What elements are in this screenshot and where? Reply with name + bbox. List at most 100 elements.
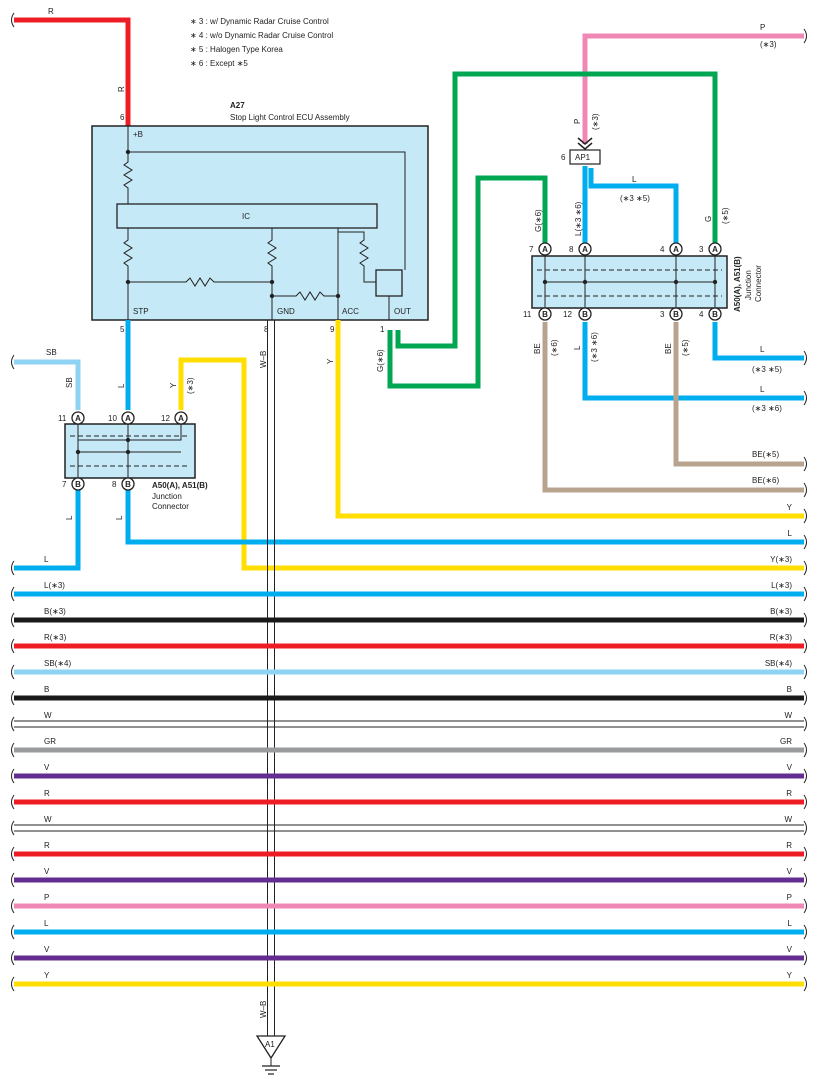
bus-label-left: L bbox=[44, 919, 49, 928]
bus-label-right: Y bbox=[787, 503, 793, 512]
pin-tag: B bbox=[582, 310, 588, 319]
wire-label-y3-note: (∗3) bbox=[186, 377, 195, 394]
break-mark-icon bbox=[803, 534, 807, 550]
break-mark-icon bbox=[803, 716, 807, 732]
ecu-assembly: A27 Stop Light Control ECU Assembly +B I… bbox=[91, 101, 429, 334]
bus-label-right: R bbox=[786, 789, 792, 798]
ecu-pinnum-gnd: 8 bbox=[264, 325, 269, 334]
bus-row: L bbox=[788, 529, 793, 538]
pin-marker: A7 bbox=[529, 242, 552, 256]
break-mark-icon bbox=[803, 768, 807, 784]
right-junction-code: A50(A), A51(B) bbox=[733, 256, 742, 312]
break-mark-icon bbox=[11, 560, 15, 576]
break-mark-icon bbox=[11, 690, 15, 706]
break-mark-icon bbox=[11, 638, 15, 654]
break-mark-icon bbox=[803, 456, 807, 472]
wire-y3 bbox=[178, 357, 804, 571]
wire-label-lj8: L bbox=[115, 515, 124, 520]
pin-number: 4 bbox=[699, 310, 704, 319]
ecu-pinnum-out: 1 bbox=[380, 325, 385, 334]
note-6: ∗ 6 : Except ∗5 bbox=[190, 59, 248, 68]
wire-label-r-vert: R bbox=[117, 86, 126, 92]
right-junction-top-labels: G(∗6) L(∗3 ∗6) G (∗5) bbox=[534, 201, 730, 236]
ecu-code: A27 bbox=[230, 101, 245, 110]
break-mark-icon bbox=[11, 354, 15, 370]
bus-label-right: V bbox=[787, 867, 793, 876]
wire-label-l36b: L bbox=[760, 385, 765, 394]
bus-label-left: Y bbox=[44, 971, 50, 980]
break-mark-icon bbox=[803, 508, 807, 524]
wire-label-p-vert-note: (∗3) bbox=[591, 113, 600, 130]
break-mark-icon bbox=[803, 820, 807, 836]
wire-lj8 bbox=[125, 490, 804, 545]
break-mark-icon bbox=[803, 482, 807, 498]
pin-tag: A bbox=[673, 245, 679, 254]
pin-tag: A bbox=[712, 245, 718, 254]
pin-number: 3 bbox=[660, 310, 665, 319]
ecu-pinnum-acc: 9 bbox=[330, 325, 335, 334]
wire-label-gnd-wb2: W–B bbox=[259, 1001, 268, 1018]
bus-label-left: W bbox=[44, 711, 52, 720]
bus-label-right: Y(∗3) bbox=[770, 555, 792, 564]
wire-label-p-top: P bbox=[760, 23, 765, 32]
left-junction-connector: A50(A), A51(B) Junction Connector bbox=[64, 423, 208, 511]
break-mark-icon bbox=[803, 950, 807, 966]
bus-label-right: B(∗3) bbox=[770, 607, 792, 616]
wire-label-r-top: R bbox=[48, 7, 54, 16]
wire-label-sb-vert: SB bbox=[65, 377, 74, 388]
wire-l36b bbox=[582, 322, 804, 401]
ap1-chevron-icon bbox=[577, 137, 593, 150]
bus-label-right: P bbox=[787, 893, 792, 902]
bus-row: B(∗3)B(∗3) bbox=[14, 607, 804, 623]
wire-label-gnd-wb: W–B bbox=[259, 351, 268, 368]
wire-acc-y bbox=[335, 320, 804, 519]
bus-label-right: W bbox=[784, 815, 792, 824]
wire-label-be5-h: BE(∗5) bbox=[752, 450, 779, 459]
break-mark-icon bbox=[803, 846, 807, 862]
bus-label-left: P bbox=[44, 893, 49, 902]
bus-label-left: SB(∗4) bbox=[44, 659, 71, 668]
bus-label-right: R bbox=[786, 841, 792, 850]
wire-label-be5-note: (∗5) bbox=[681, 339, 690, 356]
notes-block: ∗ 3 : w/ Dynamic Radar Cruise Control ∗ … bbox=[190, 17, 333, 68]
wire-label-g6: G(∗6) bbox=[534, 209, 543, 232]
pin-number: 3 bbox=[699, 245, 704, 254]
pin-tag: A bbox=[75, 414, 81, 423]
break-mark-icon bbox=[803, 560, 807, 576]
pin-marker: B3 bbox=[660, 307, 683, 321]
bus-label-left: B bbox=[44, 685, 49, 694]
pin-tag: B bbox=[75, 480, 81, 489]
left-junction-name2: Connector bbox=[152, 502, 189, 511]
break-mark-icon bbox=[11, 898, 15, 914]
wire-label-be6-note: (∗6) bbox=[550, 339, 559, 356]
wire-label-p-top-note: (∗3) bbox=[760, 40, 777, 49]
pin-marker: B11 bbox=[523, 307, 552, 321]
ecu-name: Stop Light Control ECU Assembly bbox=[230, 113, 350, 122]
break-mark-icon bbox=[803, 898, 807, 914]
break-mark-icon bbox=[11, 872, 15, 888]
wire-lj7 bbox=[14, 490, 81, 571]
ecu-pinnum-stp: 5 bbox=[120, 325, 125, 334]
break-mark-icon bbox=[803, 586, 807, 602]
pin-number: 7 bbox=[529, 245, 534, 254]
right-junction-connector: A50(A), A51(B) Junction Connector bbox=[531, 255, 763, 312]
bus-label-left: W bbox=[44, 815, 52, 824]
wire-label-l35: L bbox=[760, 345, 765, 354]
note-5: ∗ 5 : Halogen Type Korea bbox=[190, 45, 283, 54]
break-mark-icon bbox=[803, 976, 807, 992]
wire-label-y3: Y bbox=[169, 382, 178, 388]
wire-label-l12-note: (∗3 ∗6) bbox=[590, 332, 599, 362]
ground-label: A1 bbox=[265, 1040, 275, 1049]
ground-triangle-icon bbox=[255, 1035, 287, 1060]
break-mark-icon bbox=[11, 820, 15, 836]
wire-l35 bbox=[712, 322, 804, 361]
bus-label-right: L(∗3) bbox=[771, 581, 792, 590]
wire-label-sb-left: SB bbox=[46, 348, 57, 357]
